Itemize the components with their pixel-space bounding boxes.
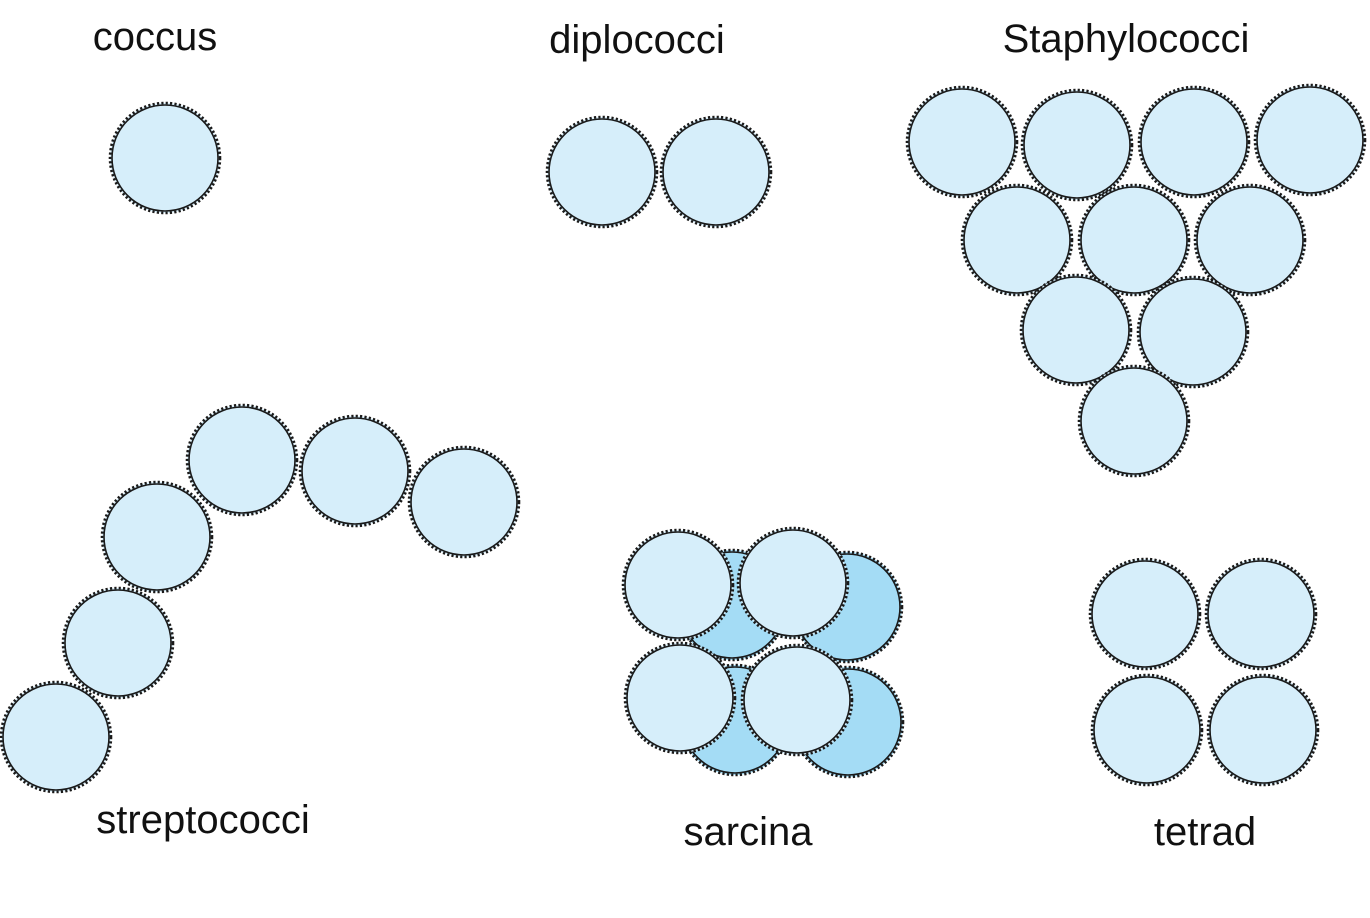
tetrad-cell-1 (1088, 557, 1202, 671)
staphylococci-cell-9-membrane (1139, 278, 1247, 386)
streptococci-cell-2-membrane (64, 589, 172, 697)
diplococci-group (545, 115, 773, 229)
tetrad-cell-3-membrane (1093, 676, 1201, 784)
diplococci-cell-2-membrane (662, 118, 770, 226)
staphylococci-cell-10-membrane (1080, 367, 1188, 475)
tetrad-cell-1-membrane (1091, 560, 1199, 668)
coccus-cell-1 (108, 101, 222, 215)
staphylococci-cell-3 (1137, 85, 1251, 199)
tetrad-cell-3 (1090, 673, 1204, 787)
staphylococci-cell-7-membrane (1196, 186, 1304, 294)
label-diplococci: diplococci (549, 18, 725, 62)
tetrad-cell-2-membrane (1207, 560, 1315, 668)
staphylococci-cell-8-membrane (1022, 276, 1130, 384)
sarcina-cell-6 (736, 526, 850, 640)
staphylococci-cell-6 (1077, 183, 1191, 297)
label-streptococci: streptococci (96, 798, 309, 842)
staphylococci-cell-9 (1136, 275, 1250, 389)
sarcina-cell-8 (740, 643, 854, 757)
streptococci-cell-3-membrane (103, 483, 211, 591)
label-tetrad: tetrad (1154, 810, 1256, 854)
staphylococci-cell-1 (905, 85, 1019, 199)
streptococci-cell-4 (185, 403, 299, 517)
staphylococci-cell-2-membrane (1023, 91, 1131, 199)
staphylococci-cell-4-membrane (1256, 86, 1364, 194)
staphylococci-cell-7 (1193, 183, 1307, 297)
label-coccus: coccus (93, 15, 218, 59)
streptococci-cell-1 (0, 680, 113, 794)
staphylococci-cell-2 (1020, 88, 1134, 202)
sarcina-cell-6-membrane (739, 529, 847, 637)
streptococci-cell-5-membrane (301, 417, 409, 525)
tetrad-cell-4 (1206, 673, 1320, 787)
staphylococci-group (905, 83, 1367, 478)
streptococci-cell-6 (407, 445, 521, 559)
staphylococci-cell-6-membrane (1080, 186, 1188, 294)
staphylococci-cell-1-membrane (908, 88, 1016, 196)
label-sarcina: sarcina (684, 810, 814, 854)
coccus-group (108, 101, 222, 215)
staphylococci-cell-8 (1019, 273, 1133, 387)
staphylococci-cell-5 (960, 183, 1074, 297)
diplococci-cell-1 (545, 115, 659, 229)
staphylococci-cell-10 (1077, 364, 1191, 478)
streptococci-group (0, 403, 521, 794)
sarcina-cell-5 (621, 528, 735, 642)
staphylococci-cell-3-membrane (1140, 88, 1248, 196)
tetrad-cell-2 (1204, 557, 1318, 671)
streptococci-cell-2 (61, 586, 175, 700)
staphylococci-cell-4 (1253, 83, 1367, 197)
tetrad-group (1088, 557, 1320, 787)
streptococci-cell-1-membrane (2, 683, 110, 791)
sarcina-group (621, 526, 905, 779)
streptococci-cell-4-membrane (188, 406, 296, 514)
sarcina-cell-7 (623, 641, 737, 755)
label-staphylococci: Staphylococci (1003, 17, 1250, 61)
sarcina-cell-5-membrane (624, 531, 732, 639)
streptococci-cell-5 (298, 414, 412, 528)
sarcina-cell-8-membrane (743, 646, 851, 754)
streptococci-cell-6-membrane (410, 448, 518, 556)
coccus-cell-1-membrane (111, 104, 219, 212)
sarcina-cell-7-membrane (626, 644, 734, 752)
staphylococci-cell-5-membrane (963, 186, 1071, 294)
tetrad-cell-4-membrane (1209, 676, 1317, 784)
diplococci-cell-1-membrane (548, 118, 656, 226)
streptococci-cell-3 (100, 480, 214, 594)
diplococci-cell-2 (659, 115, 773, 229)
